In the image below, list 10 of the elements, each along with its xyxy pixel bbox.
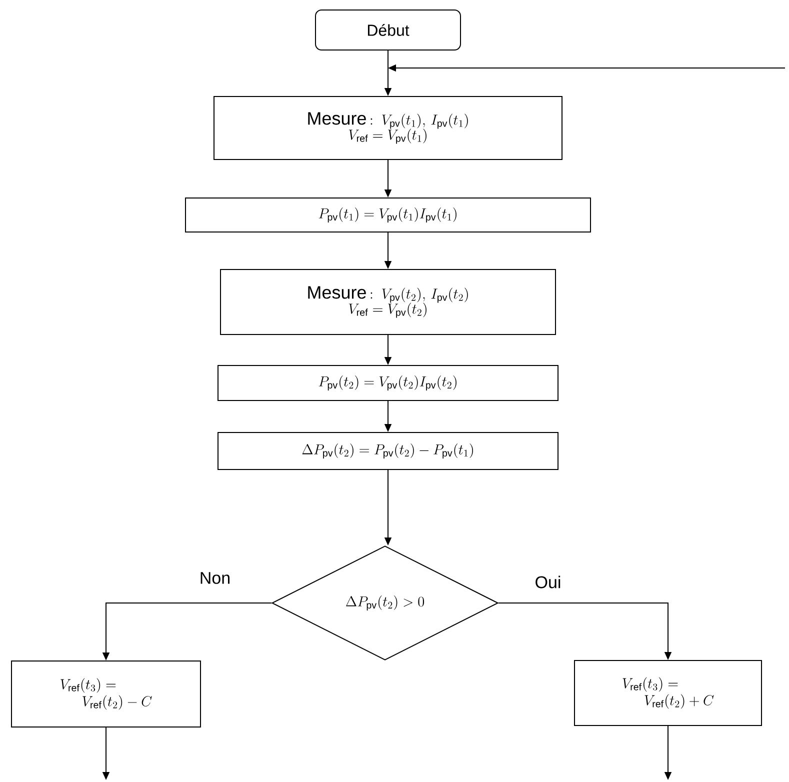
- process-box: $P_{\mathrm{pv}}(t_1) = V_{\mathrm{pv}}(t_1) I_{\mathrm{pv}}(t_1)$: [185, 198, 591, 232]
- process-box: Mesure $:\ V_{\mathrm{pv}}(t_2),\, I_{\mathrm{pv}}(t_2)$ $V_{\mathrm{ref}} = V_{\mathrm{pv}}(t_2)$: [220, 269, 556, 335]
- process-box: $\Delta P_{\mathrm{pv}}(t_2) = P_{\mathrm{pv}}(t_2) - P_{\mathrm{pv}}(t_1)$: [218, 432, 558, 470]
- process-box: Mesure $:\ V_{\mathrm{pv}}(t_1),\, I_{\mathrm{pv}}(t_1)$ $V_{\mathrm{ref}} = V_{\mathrm{pv}}(t_1)$: [214, 96, 562, 160]
- process-box: $V_{\mathrm{ref}}(t_3) =$ $V_{\mathrm{ref}}(t_2) - C$: [11, 660, 201, 728]
- edge-label: Oui: [534, 574, 562, 590]
- start-terminal: Début: [315, 10, 461, 50]
- edge-label: Non: [198, 571, 232, 585]
- process-box: $V_{\mathrm{ref}}(t_3) =$ $V_{\mathrm{ref}}(t_2) + C$: [574, 660, 762, 726]
- process-box: $P_{\mathrm{pv}}(t_2) = V_{\mathrm{pv}}(t_2) I_{\mathrm{pv}}(t_2)$: [218, 365, 558, 401]
